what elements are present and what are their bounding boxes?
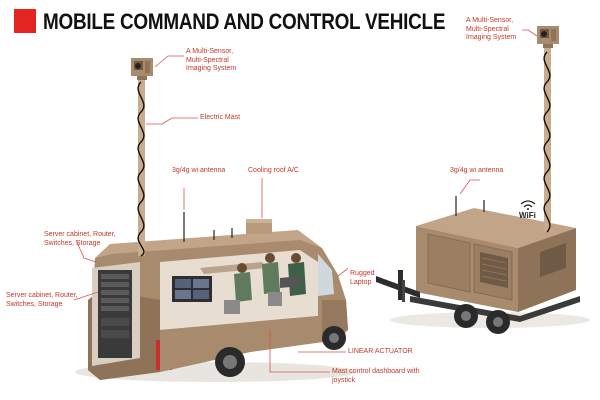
callout-mast-dashboard: Mast control dashboard with joystick <box>332 368 420 384</box>
page-title: MOBILE COMMAND AND CONTROL VEHICLE <box>43 9 446 34</box>
callout-trailer-imaging-system: A Multi-Sensor, Multi-Spectral Imaging S… <box>466 17 517 41</box>
callout-van-imaging-system: A Multi-Sensor, Multi-Spectral Imaging S… <box>186 48 237 72</box>
wifi-badge: WiFi <box>519 211 536 220</box>
callout-leaders <box>73 29 538 373</box>
wifi-icon <box>520 200 536 210</box>
callout-van-antenna: 3g/4g wi antenna <box>172 167 226 174</box>
red-square-icon <box>14 9 36 33</box>
callout-server-cabinet-lower: Server cabinet, Router, Switches, Storag… <box>6 292 78 308</box>
callout-trailer-antenna: 3g/4g wi antenna <box>450 167 504 174</box>
van-electric-mast <box>138 78 145 256</box>
callout-linear-actuator: LINEAR ACTUATOR <box>348 348 413 355</box>
callout-rugged-laptop: Rugged Laptop <box>350 270 375 286</box>
trailer-unit <box>376 26 590 334</box>
trailer-mast <box>544 48 551 232</box>
callout-server-cabinet-upper: Server cabinet, Router, Switches, Storag… <box>44 231 116 247</box>
callout-electric-mast: Electric Mast <box>200 114 241 121</box>
command-van <box>75 58 355 382</box>
callout-cooling-roof: Cooling roof A/C <box>248 167 299 174</box>
